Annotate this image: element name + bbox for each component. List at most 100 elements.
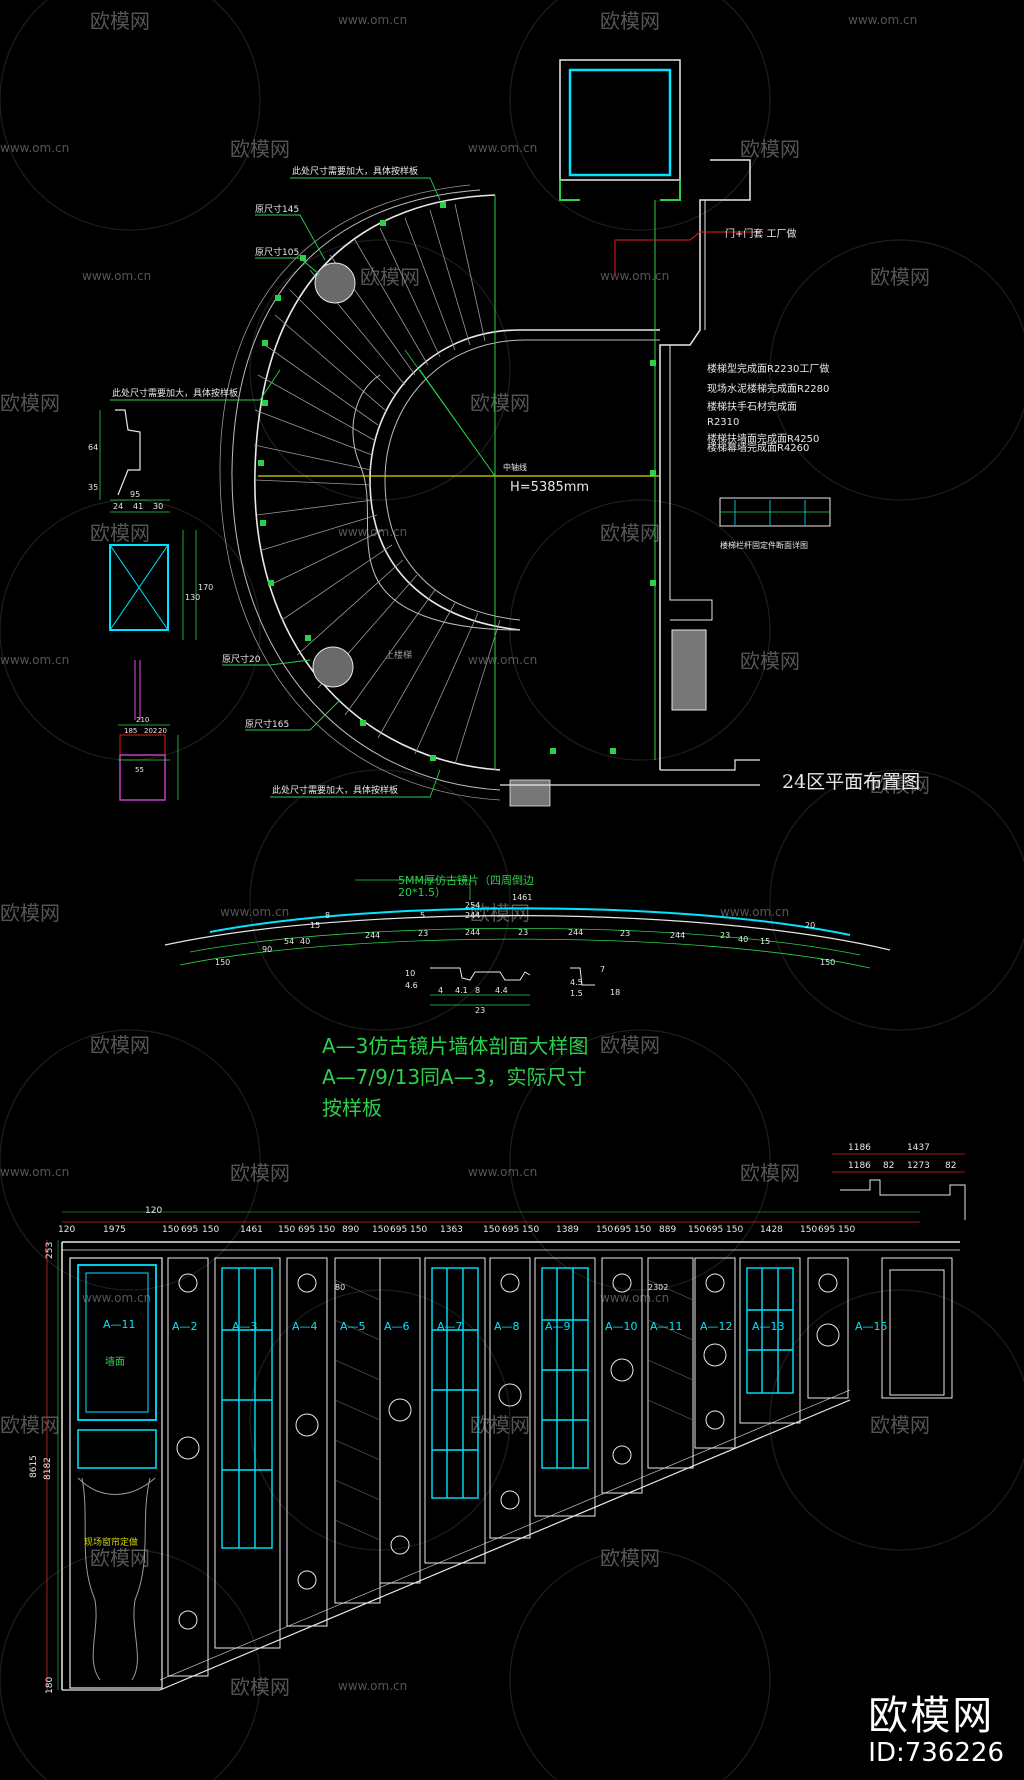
top-dim: 150 [688, 1225, 705, 1235]
railing-dim: 24 [113, 502, 123, 511]
small-dim: 80 [335, 1283, 345, 1292]
door-frame-inner [568, 68, 672, 177]
radius-line [419, 369, 496, 477]
profile-dim-label: 4.4 [495, 986, 508, 995]
stair-tread-line [254, 409, 373, 456]
top-dim: 150 [596, 1225, 613, 1235]
inner-label: 上楼梯 [385, 649, 412, 661]
profile-dim-label: 7 [600, 965, 605, 974]
caption-line: A—7/9/13同A—3，实际尺寸 [322, 1065, 586, 1089]
section-dim: 15 [310, 921, 320, 930]
section-dim: 23 [620, 929, 630, 938]
top-dim: 150 [202, 1225, 219, 1235]
railing-marker [550, 748, 556, 754]
rosettes [176, 1273, 840, 1630]
door-leader [614, 231, 760, 275]
stair-note: 楼梯型完成面R2230工厂做 [707, 362, 829, 375]
top-dim: 889 [659, 1225, 676, 1235]
watermark-brand: 欧模网 [740, 649, 800, 673]
railing-dim: 41 [133, 502, 143, 511]
panel-label: A—11 [650, 1320, 683, 1333]
watermark-circle [0, 0, 261, 231]
railing-marker [262, 340, 268, 346]
leader-line [290, 177, 441, 201]
hatch-line [647, 1279, 694, 1301]
right-dim: 1186 [848, 1143, 871, 1153]
profile-dims: 10 4.6 4 4.1 8 4.4 23 7 4.5 1.5 18 [405, 965, 620, 1015]
rosette [295, 1413, 319, 1437]
pilaster [379, 1257, 421, 1584]
top-dim: 150 [483, 1225, 500, 1235]
watermark-brand: 欧模网 [740, 1161, 800, 1185]
left-dim: 8182 [43, 1457, 53, 1480]
top-dim: 695 [298, 1225, 315, 1235]
section-dim: 150 [820, 958, 835, 967]
stair-tread-line [281, 544, 393, 621]
door-label: A—11 [103, 1318, 136, 1331]
watermark-url: www.om.cn [338, 525, 407, 539]
right-dim: 82 [883, 1161, 894, 1171]
watermark-brand: 欧模网 [600, 9, 660, 33]
section-curve [164, 915, 891, 951]
watermark-url: www.om.cn [600, 1291, 669, 1305]
section-dim: 54 [284, 937, 294, 946]
pilaster [286, 1257, 328, 1627]
watermark-circle [249, 769, 511, 1031]
watermark-brand: 欧模网 [90, 1546, 150, 1570]
section-dim: 20 [805, 921, 815, 930]
panel-label: A—10 [605, 1320, 638, 1333]
watermark-brand: 欧模网 [870, 1413, 930, 1437]
top-dim: 150 [372, 1225, 389, 1235]
right-dim: 1437 [907, 1143, 930, 1153]
elevation-top-dims: 120 1975 150 695 150 1461 150 695 150 89… [58, 1225, 855, 1235]
panel-label: A—3 [232, 1320, 258, 1333]
plan-note: 此处尺寸需要加大，具体按样板 [272, 784, 398, 796]
fixing-section: 楼梯栏杆固定件断面详图 [719, 497, 831, 550]
railing-marker [650, 580, 656, 586]
top-dim: 695 [390, 1225, 407, 1235]
leader-line [110, 369, 281, 401]
mirror-panel [214, 1257, 281, 1649]
watermark-url: www.om.cn [338, 1679, 407, 1693]
watermark-brand: 欧模网 [0, 1413, 60, 1437]
top-dim: 1428 [760, 1225, 783, 1235]
railing-body [109, 544, 169, 631]
railing-marker [360, 720, 366, 726]
base-dim-labels: 210 185 202 20 55 [124, 716, 167, 774]
watermark-url: www.om.cn [0, 1165, 69, 1179]
top-dim: 150 [410, 1225, 427, 1235]
fixing-section-label: 楼梯栏杆固定件断面详图 [720, 540, 808, 550]
section-dim: 90 [262, 945, 272, 954]
stair-inner-arc-2 [384, 339, 660, 621]
watermark-circle [0, 1549, 261, 1780]
panel-label: A—2 [172, 1320, 198, 1333]
railing-marker [430, 755, 436, 761]
mirror-section: 5MM厚仿古镜片（四周倒边 20*1.5） 1461 254 244 8 5 2… [164, 873, 891, 1120]
plan-note: 原尺寸105 [255, 246, 299, 258]
section-dim: 150 [215, 958, 230, 967]
pilaster [694, 1257, 736, 1449]
stair-tread-line [269, 529, 384, 586]
top-dim: 150 [522, 1225, 539, 1235]
section-dim: 254 [465, 901, 480, 910]
stair-tread-line [414, 612, 479, 755]
leader-line [222, 659, 311, 666]
leader-line [255, 257, 321, 276]
pilaster [489, 1257, 531, 1539]
railing-dim-labels: 64 95 24 41 30 35 170 130 [88, 443, 213, 602]
end-door-inner [889, 1269, 945, 1396]
stair-inner-arc [369, 329, 660, 631]
watermark-brand: 欧模网 [600, 521, 660, 545]
section-leader [355, 879, 471, 900]
right-wall [659, 159, 751, 770]
mirror-grids [221, 1267, 794, 1549]
section-dim: 40 [300, 937, 310, 946]
right-dim: 1186 [848, 1161, 871, 1171]
hatch-line [647, 1359, 694, 1381]
railing-marker [258, 460, 264, 466]
profile-dim-label: 4.6 [405, 981, 418, 990]
top-dim: 120 [58, 1225, 75, 1235]
watermark-url: www.om.cn [720, 905, 789, 919]
section-dim: 244 [670, 931, 685, 940]
stair-tread-line [404, 217, 456, 351]
